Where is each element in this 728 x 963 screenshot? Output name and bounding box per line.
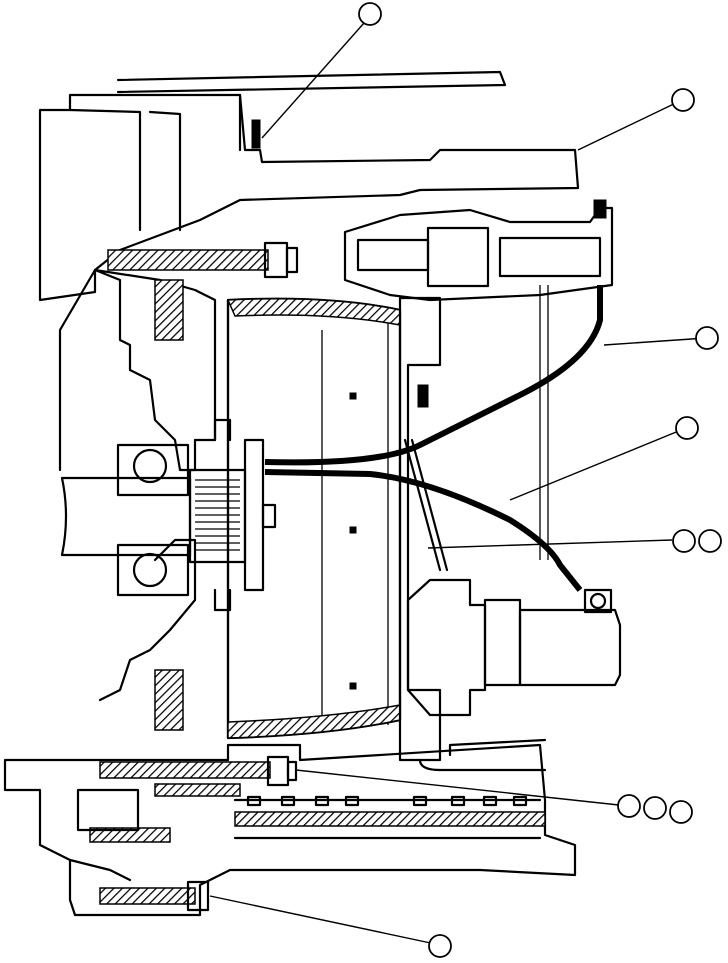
leader-lines — [209, 13, 707, 946]
left-flange — [58, 268, 217, 731]
lower-housing — [3, 738, 577, 917]
upper-cylinder — [343, 199, 614, 302]
right-support-plate — [398, 285, 549, 762]
callout-c5 — [672, 529, 722, 553]
lower-motor — [406, 578, 622, 717]
hoses — [264, 285, 603, 592]
callout-c4 — [675, 416, 699, 440]
callout-c6 — [617, 794, 693, 824]
callout-c2 — [671, 88, 695, 112]
callout-c7 — [428, 934, 452, 958]
callout-c1 — [358, 2, 382, 26]
upper-bolt — [107, 241, 299, 279]
callout-c3 — [695, 326, 719, 350]
upper-housing — [38, 70, 580, 302]
shaft-bearing — [60, 418, 277, 612]
central-drum — [226, 297, 402, 740]
